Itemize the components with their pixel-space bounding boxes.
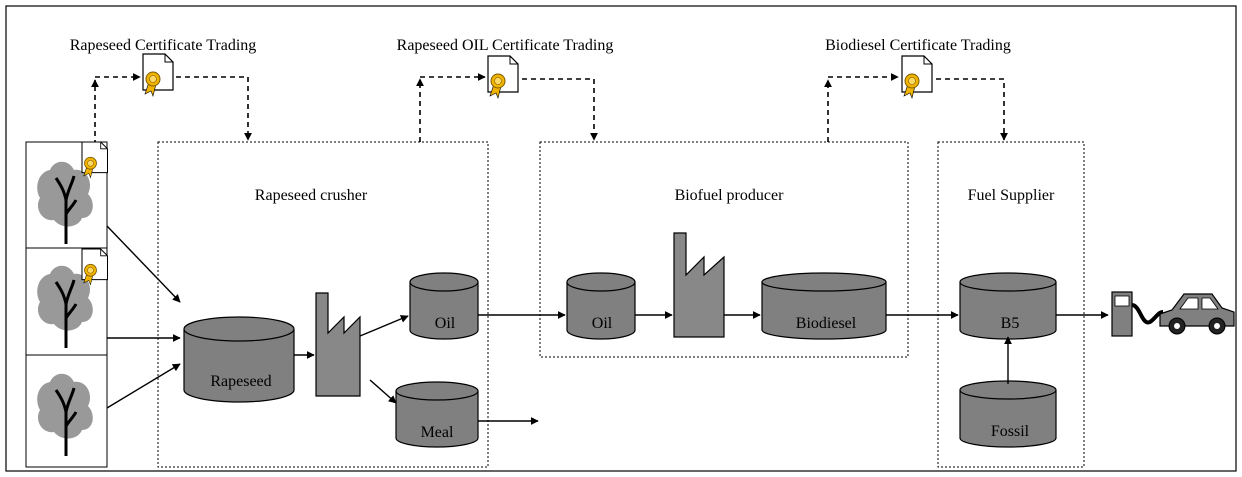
biofuel-producer-title: Biofuel producer [675, 187, 785, 204]
tank-label: Meal [421, 424, 454, 441]
trading-flow-arrows [91, 73, 1008, 145]
fuel-supplier-title: Fuel Supplier [968, 187, 1055, 204]
car-icon [1159, 293, 1235, 335]
tank-fossil: Fossil [959, 380, 1057, 448]
certificate-icon [901, 55, 933, 99]
fuel-pump-icon [1111, 291, 1164, 337]
fuel-supplier-box [937, 141, 1085, 468]
certificate-icon [487, 55, 519, 99]
tank-label: Rapeseed [210, 373, 271, 390]
factory-icon [673, 232, 725, 338]
rapeseed-crusher-title: Rapeseed crusher [255, 187, 368, 204]
outer-frame [5, 5, 1237, 472]
certificate-icon [142, 53, 174, 97]
tank-label: Oil [592, 315, 613, 332]
tank-crusher-oil: Oil [409, 272, 479, 340]
flow-arrows [106, 225, 1109, 425]
tank-rapeseed: Rapeseed [183, 316, 295, 403]
farm-box [25, 354, 108, 468]
rapeseed-crusher-box [157, 141, 489, 468]
certificate-icon [81, 248, 109, 286]
biofuel-producer-box [539, 141, 909, 358]
tank-producer-oil: Oil [566, 272, 636, 340]
rapeseed-certificate-trading-label: Rapeseed Certificate Trading [70, 37, 257, 54]
tank-label: Fossil [991, 423, 1030, 440]
tree-icon [35, 372, 95, 458]
tank-label: B5 [1001, 315, 1020, 332]
tank-label: Oil [435, 315, 456, 332]
certificate-icon [81, 141, 109, 179]
tank-biodiesel: Biodiesel [761, 272, 887, 340]
tank-meal: Meal [395, 381, 479, 448]
factory-icon [315, 292, 361, 397]
tank-b5: B5 [959, 272, 1057, 340]
biodiesel-certificate-trading-label: Biodiesel Certificate Trading [825, 37, 1011, 54]
rapeseed-oil-certificate-trading-label: Rapeseed OIL Certificate Trading [397, 37, 614, 54]
tank-label: Biodiesel [796, 315, 857, 332]
